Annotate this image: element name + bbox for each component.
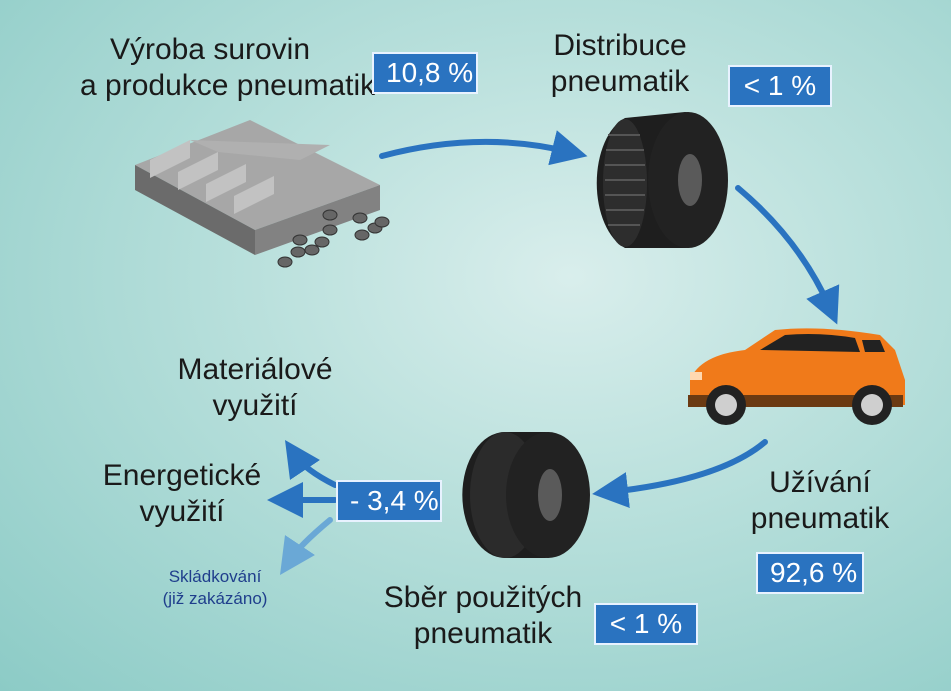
outcome-landfill-line1: Skládkování <box>168 567 262 586</box>
stage-usage-line1: Užívání <box>769 466 871 499</box>
factory-icon <box>135 120 390 268</box>
stage-collection-line1: Sběr použitých <box>383 581 583 614</box>
tire-icon <box>596 112 728 248</box>
usage-value-badge: 92,6 % <box>756 552 864 594</box>
outcome-energy-line2: využití <box>139 495 225 528</box>
outcome-material-label: Materiálové využití <box>165 352 345 424</box>
flow-arrows <box>267 130 840 575</box>
outcome-landfill-label: Skládkování (již zakázáno) <box>150 566 280 610</box>
stage-production-line1: Výroba surovin <box>109 33 311 66</box>
stage-distribution-label: Distribuce pneumatik <box>540 28 700 100</box>
car-icon <box>688 328 905 425</box>
production-value-badge: 10,8 % <box>372 52 478 94</box>
stage-production-label: Výroba surovin a produkce pneumatik <box>80 32 376 104</box>
end-of-life-value-badge: - 3,4 % <box>336 480 442 522</box>
outcome-landfill-line2: (již zakázáno) <box>162 589 268 608</box>
outcome-energy-label: Energetické využití <box>92 458 272 530</box>
collection-value-badge: < 1 % <box>594 603 698 645</box>
stage-collection-line2: pneumatik <box>413 617 553 650</box>
stage-production-line2: a produkce pneumatik <box>80 69 376 102</box>
outcome-material-line1: Materiálové <box>177 353 333 386</box>
stage-distribution-line2: pneumatik <box>550 65 690 98</box>
stage-usage-label: Užívání pneumatik <box>725 465 915 537</box>
distribution-value-badge: < 1 % <box>728 65 832 107</box>
stage-usage-line2: pneumatik <box>750 502 890 535</box>
tire-icon <box>462 432 590 558</box>
outcome-material-line2: využití <box>212 389 298 422</box>
outcome-energy-line1: Energetické <box>102 459 262 492</box>
stage-distribution-line1: Distribuce <box>553 29 687 62</box>
stage-collection-label: Sběr použitých pneumatik <box>378 580 588 652</box>
